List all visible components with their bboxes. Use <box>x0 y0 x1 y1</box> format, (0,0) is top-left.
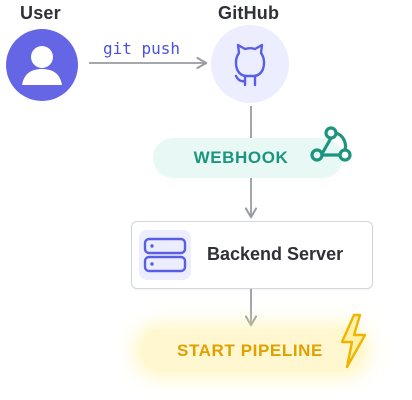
git-push-label: git push <box>103 39 181 58</box>
webhook-label: WEBHOOK <box>193 148 289 167</box>
user-avatar-icon <box>6 29 78 101</box>
user-label: User <box>20 3 61 23</box>
github-octocat-icon <box>234 43 266 87</box>
start-pipeline-node: START PIPELINE <box>140 329 364 372</box>
server-icon-container <box>139 230 191 280</box>
github-label: GitHub <box>218 3 280 23</box>
lightning-bolt-icon <box>340 313 367 369</box>
backend-server-label: Backend Server <box>207 244 344 264</box>
server-stack-icon <box>143 237 187 273</box>
webhook-icon <box>310 126 352 162</box>
github-node <box>211 25 289 103</box>
start-pipeline-label: START PIPELINE <box>177 340 323 360</box>
